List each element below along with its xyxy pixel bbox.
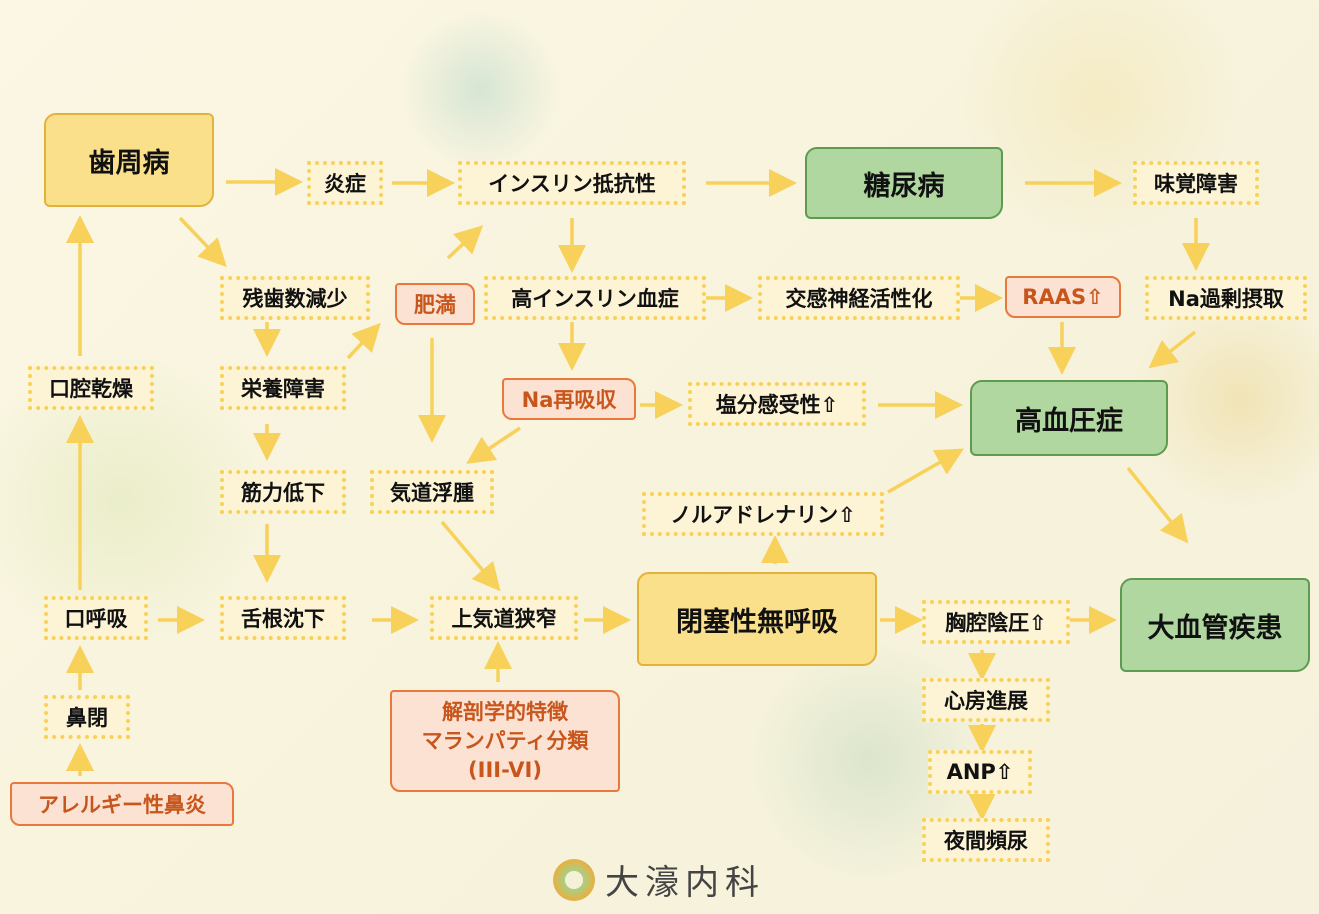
arrow (887, 448, 965, 494)
node-na-reabsorption: Na再吸収 (502, 378, 636, 420)
node-hypertension: 高血圧症 (970, 380, 1168, 456)
node-airway-edema: 気道浮腫 (370, 470, 494, 514)
node-noradrenaline: ノルアドレナリン⇧ (642, 492, 884, 536)
node-anp: ANP⇧ (928, 750, 1032, 794)
anatomy-line-2: マランパティ分類 (421, 728, 589, 753)
node-insulin-resistance: インスリン抵抗性 (458, 161, 686, 205)
logo-mark-icon (553, 858, 595, 901)
node-hyperinsulinemia: 高インスリン血症 (484, 276, 706, 320)
node-osa: 閉塞性無呼吸 (637, 572, 877, 666)
node-muscle-weakness: 筋力低下 (220, 470, 346, 514)
node-salt-sensitivity: 塩分感受性⇧ (688, 382, 866, 426)
anatomy-line-3: (III-VI) (468, 757, 542, 782)
node-obesity: 肥満 (395, 283, 475, 325)
node-na-intake: Na過剰摂取 (1145, 276, 1307, 320)
arrow (440, 520, 501, 592)
node-dry-mouth: 口腔乾燥 (28, 366, 154, 410)
node-malnutrition: 栄養障害 (220, 366, 346, 410)
node-tooth-loss: 残歯数減少 (220, 276, 370, 320)
node-nocturia: 夜間頻尿 (922, 818, 1050, 862)
arrow (466, 426, 521, 464)
clinic-logo: 大濠内科 (553, 855, 765, 904)
node-macrovascular: 大血管疾患 (1120, 578, 1310, 672)
node-airway-narrowing: 上気道狭窄 (430, 596, 578, 640)
arrow (346, 322, 381, 360)
node-inflammation: 炎症 (307, 161, 383, 205)
node-diabetes: 糖尿病 (805, 147, 1003, 219)
anatomy-line-1: 解剖学的特徴 (442, 699, 568, 724)
node-glossoptosis: 舌根沈下 (220, 596, 346, 640)
node-sympathetic: 交感神経活性化 (758, 276, 960, 320)
node-allergic-rhinitis: アレルギー性鼻炎 (10, 782, 234, 826)
node-periodontal: 歯周病 (44, 113, 214, 207)
node-nasal-obstruction: 鼻閉 (44, 695, 130, 739)
node-intrathoracic: 胸腔陰圧⇧ (922, 600, 1070, 644)
node-atrial: 心房進展 (922, 678, 1050, 722)
logo-name: 大濠内科 (605, 863, 765, 903)
node-mouth-breathing: 口呼吸 (44, 596, 148, 640)
arrow (446, 225, 484, 260)
arrow (1148, 330, 1197, 369)
arrow (178, 216, 227, 268)
node-anatomy: 解剖学的特徴 マランパティ分類 (III-VI) (390, 690, 620, 792)
node-raas: RAAS⇧ (1005, 276, 1121, 318)
node-taste: 味覚障害 (1133, 161, 1259, 205)
arrow (1126, 466, 1189, 544)
